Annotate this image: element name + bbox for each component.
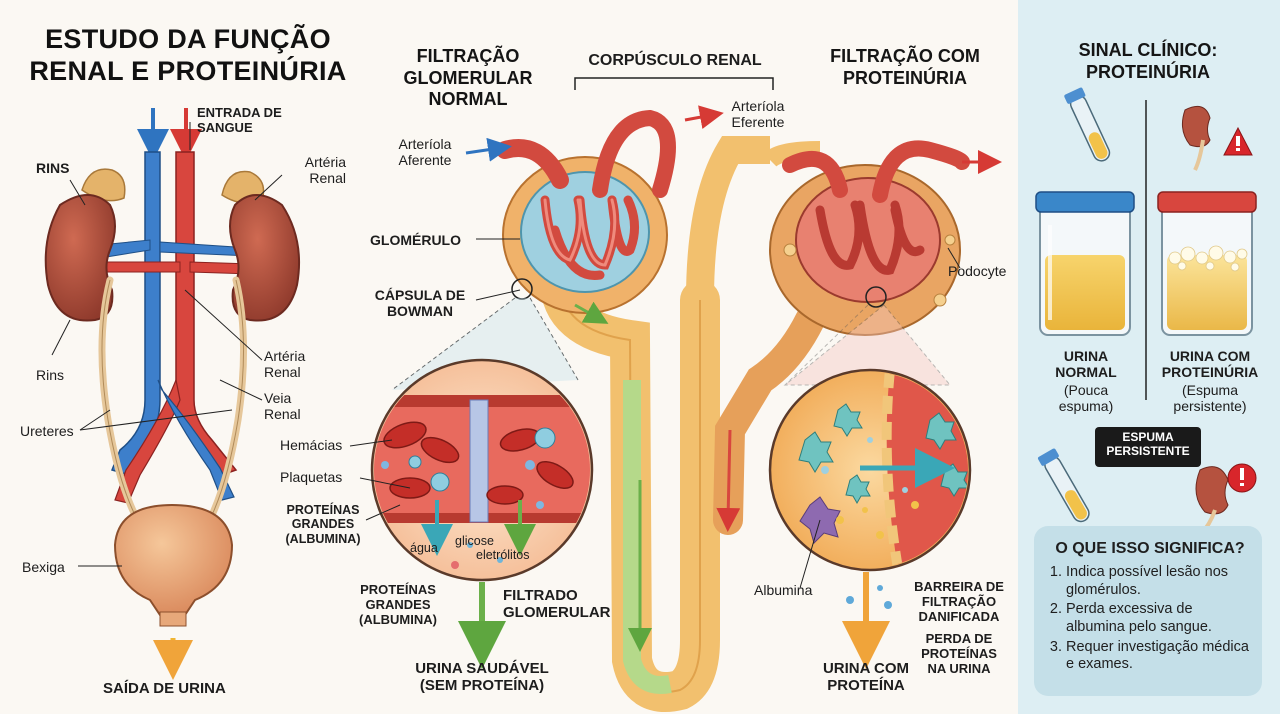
label-proteinas-grandes-1: PROTEÍNAS GRANDES (ALBUMINA) xyxy=(285,503,361,546)
label-capsula-bowman: CÁPSULA DE BOWMAN xyxy=(374,287,466,320)
label-veia-renal: Veia Renal xyxy=(264,390,301,423)
kidney-alert-icon xyxy=(1181,105,1253,171)
label-perda-proteinas: PERDA DE PROTEÍNAS NA URINA xyxy=(921,631,997,676)
damaged-nephron xyxy=(713,140,1002,535)
normal-filtration-zoom xyxy=(349,358,594,669)
label-urina-proteinuria-sub: (Espuma persistente) xyxy=(1173,382,1247,415)
label-rins-bottom: Rins xyxy=(36,367,65,383)
label-urina-proteinuria: URINA COM PROTEINÚRIA xyxy=(1161,348,1259,381)
info-item: Perda excessiva de albumina pelo sangue. xyxy=(1066,601,1252,636)
label-podocyte: Podocyte xyxy=(948,263,1007,279)
section-title-normal: FILTRAÇÃO GLOMERULAR NORMAL xyxy=(403,46,533,110)
page-title: ESTUDO DA FUNÇÃO RENAL E PROTEINÚRIA xyxy=(29,24,347,86)
info-box: O QUE ISSO SIGNIFICA? Indica possível le… xyxy=(1034,526,1262,696)
label-arteriola-aferente: Arteríola Aferente xyxy=(398,136,452,169)
info-item: Requer investigação médica e exames. xyxy=(1066,639,1252,674)
label-corpusculo: CORPÚSCULO RENAL xyxy=(588,52,762,69)
label-urina-normal: URINA NORMAL xyxy=(1055,348,1117,381)
normal-nephron xyxy=(391,77,774,712)
urinary-system xyxy=(44,108,301,680)
section-title-clinical: SINAL CLÍNICO: PROTEINÚRIA xyxy=(1078,40,1218,82)
label-glomerulo: GLOMÉRULO xyxy=(370,232,461,248)
label-arteria-renal-top: Artéria Renal xyxy=(304,154,346,187)
label-glicose: glicose xyxy=(455,534,494,548)
label-bexiga: Bexiga xyxy=(22,559,65,575)
label-plaquetas: Plaquetas xyxy=(280,469,343,485)
test-tube-icon xyxy=(1064,87,1111,162)
label-urina-saudavel: URINA SAUDÁVEL (SEM PROTEÍNA) xyxy=(415,660,549,695)
test-tube-icon xyxy=(1038,448,1090,523)
info-item: Indica possível lesão nos glomérulos. xyxy=(1066,564,1252,599)
label-arteria-renal-mid: Artéria Renal xyxy=(264,348,306,381)
label-arteriola-eferente: Arteríola Eferente xyxy=(731,98,785,131)
kidney-alert-icon xyxy=(1195,463,1257,537)
label-rins-top: RINS xyxy=(36,160,70,176)
label-urina-normal-sub: (Pouca espuma) xyxy=(1058,382,1114,415)
urine-cup-proteinuria xyxy=(1157,191,1257,336)
section-title-proteinuria: FILTRAÇÃO COM PROTEINÚRIA xyxy=(830,46,980,88)
info-title: O QUE ISSO SIGNIFICA? xyxy=(1055,540,1245,557)
label-albumina: Albumina xyxy=(754,582,813,598)
label-entrada-sangue: ENTRADA DE SANGUE xyxy=(197,105,282,135)
label-proteinas-grandes-2: PROTEÍNAS GRANDES (ALBUMINA) xyxy=(359,582,437,627)
label-ureteres: Ureteres xyxy=(20,423,74,439)
label-eletrolitos: eletrólitos xyxy=(476,548,530,562)
label-saida-urina: SAÍDA DE URINA xyxy=(103,680,226,697)
clinical-graphics xyxy=(1035,87,1257,537)
label-filtrado-glomerular: FILTRADO GLOMERULAR xyxy=(503,587,611,622)
label-urina-com-proteina: URINA COM PROTEÍNA xyxy=(822,660,910,695)
badge-espuma-persistente: ESPUMA PERSISTENTE xyxy=(1095,427,1201,467)
info-list: Indica possível lesão nos glomérulos. Pe… xyxy=(1048,564,1252,674)
label-agua: água xyxy=(410,541,438,555)
label-hemacias: Hemácias xyxy=(280,437,343,453)
urine-cup-normal xyxy=(1035,191,1135,336)
label-barreira-danificada: BARREIRA DE FILTRAÇÃO DANIFICADA xyxy=(914,579,1004,624)
